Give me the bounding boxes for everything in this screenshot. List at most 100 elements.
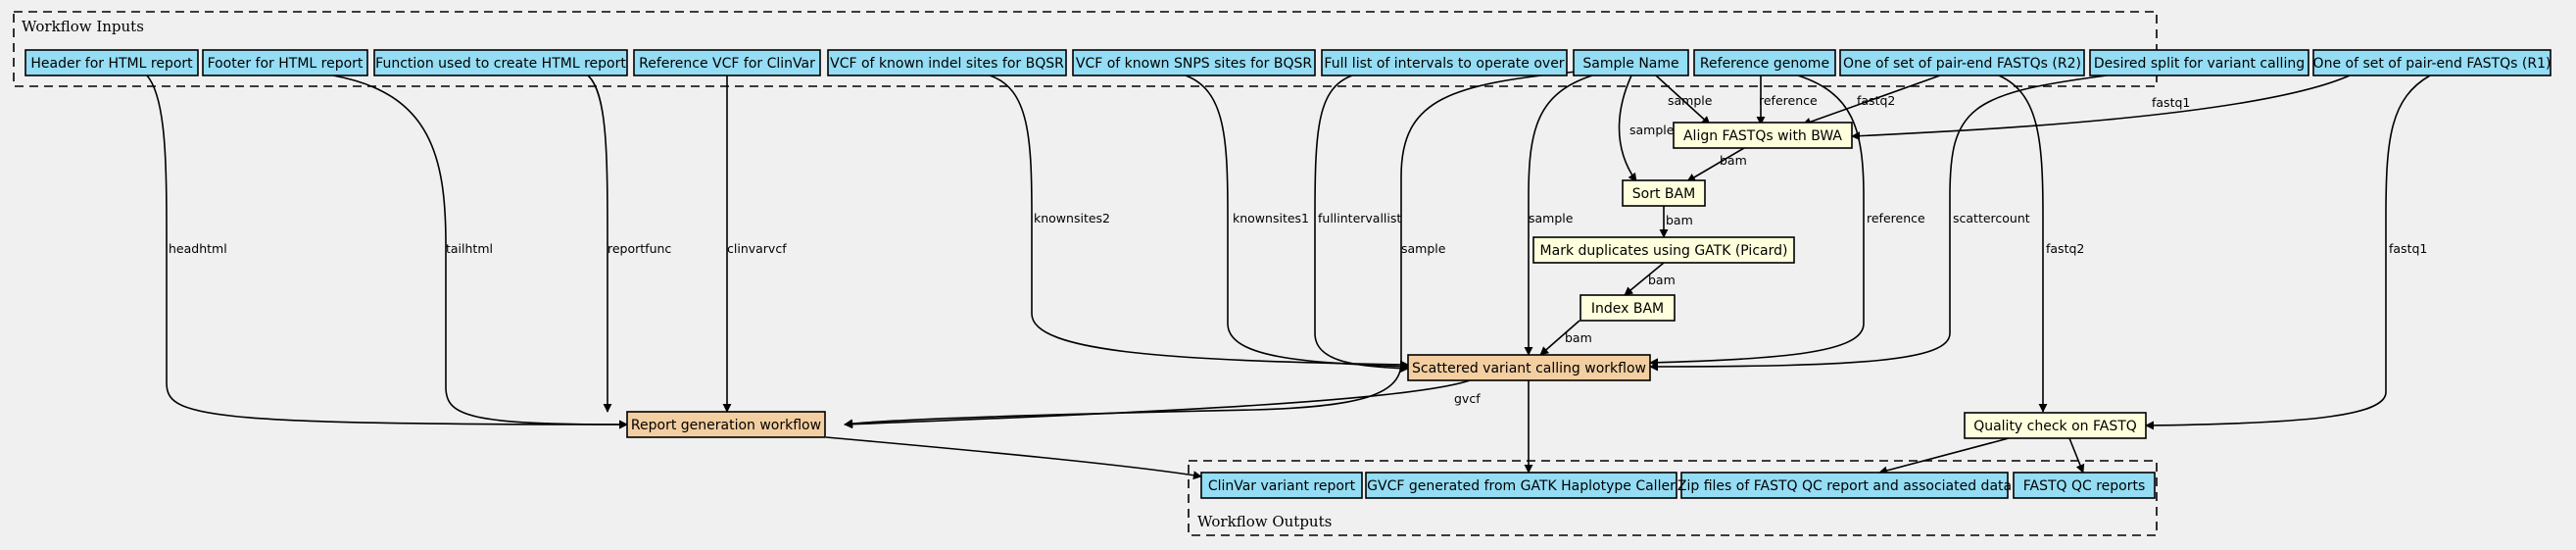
edge-sort-markdup: bam: [1659, 206, 1693, 238]
edge-sample-align: sample: [1655, 75, 1713, 125]
edge-label-reportfunc: reportfunc: [608, 241, 671, 256]
node-box: [2312, 49, 2552, 76]
node-label: Header for HTML report: [30, 56, 193, 72]
output-node-gvcf: GVCF generated from GATK Haplotype Calle…: [1365, 472, 1677, 499]
edge-fastq2-qc: fastq2: [1998, 75, 2084, 413]
edge-align-sort: bam: [1686, 147, 1747, 182]
edge-label-reference-align: reference: [1759, 93, 1818, 108]
node-label: Full list of intervals to operate over: [1324, 56, 1564, 72]
node-label: One of set of pair-end FASTQs (R2): [1843, 56, 2081, 72]
node-box: [2013, 472, 2156, 499]
edge-label-knownsites1: knownsites1: [1233, 211, 1309, 225]
node-label: Index BAM: [1591, 301, 1664, 317]
node-box: [1532, 236, 1795, 264]
input-node-fastq2: One of set of pair-end FASTQs (R2): [1839, 49, 2085, 76]
edge-scattercount: scattercount: [1649, 75, 2108, 372]
step-node-scatter: Scattered variant calling workflow: [1407, 354, 1651, 381]
node-box: [1964, 412, 2147, 439]
node-label: ClinVar variant report: [1208, 478, 1356, 494]
edge-label-sample-sort: sample: [1629, 123, 1675, 137]
input-node-knownsites1: VCF of known SNPS sites for BQSR: [1072, 49, 1316, 76]
output-node-qcreports: FASTQ QC reports: [2013, 472, 2156, 499]
edge-clinvarvcf: clinvarvcf: [722, 75, 787, 413]
edge-label-reference-scatter: reference: [1867, 211, 1925, 225]
node-box: [24, 49, 199, 76]
node-box: [633, 49, 821, 76]
node-label: Footer for HTML report: [208, 56, 364, 72]
node-label: Function used to create HTML report: [375, 56, 626, 72]
edge-knownsites1: knownsites1: [1185, 75, 1409, 372]
input-node-tailhtml: Footer for HTML report: [202, 49, 368, 76]
node-box: [827, 49, 1067, 76]
input-node-knownsites2: VCF of known indel sites for BQSR: [827, 49, 1067, 76]
input-node-clinvarvcf: Reference VCF for ClinVar: [633, 49, 821, 76]
node-label: Zip files of FASTQ QC report and associa…: [1677, 478, 2012, 494]
node-box: [1680, 472, 2009, 499]
node-label: Desired split for variant calling: [2094, 56, 2305, 72]
node-box: [1839, 49, 2085, 76]
edge-label-scattercount: scattercount: [1953, 211, 2030, 225]
node-label: One of set of pair-end FASTQs (R1): [2313, 56, 2552, 72]
edge-headhtml: headhtml: [146, 75, 628, 429]
output-node-qczip: Zip files of FASTQ QC report and associa…: [1677, 472, 2012, 499]
step-node-align: Align FASTQs with BWA: [1673, 122, 1853, 149]
node-box: [626, 411, 826, 438]
step-node-sort: Sort BAM: [1622, 179, 1706, 207]
node-box: [1407, 354, 1651, 381]
edge-fastq1-qc: fastq1: [2145, 75, 2431, 430]
input-node-fullintervallist: Full list of intervals to operate over: [1321, 49, 1568, 76]
node-box: [1693, 49, 1836, 76]
node-label: Mark duplicates using GATK (Picard): [1540, 243, 1788, 259]
node-box: [202, 49, 368, 76]
edge-label-fastq1-align: fastq1: [2152, 95, 2190, 110]
node-box: [1200, 472, 1363, 499]
edge-reference-scatter: reference: [1649, 75, 1925, 368]
step-node-index: Index BAM: [1580, 294, 1676, 322]
edge-scatter-report: gvcf: [844, 379, 1481, 429]
edge-label-sample-report: sample: [1401, 241, 1446, 256]
node-box: [1321, 49, 1568, 76]
node-label: Report generation workflow: [631, 418, 821, 433]
edge-label-clinvarvcf: clinvarvcf: [727, 241, 787, 256]
node-label: FASTQ QC reports: [2023, 478, 2146, 494]
edge-label-fastq2-align: fastq2: [1857, 93, 1895, 108]
input-node-reportfunc: Function used to create HTML report: [373, 49, 628, 76]
edge-qc-reports-output: [2068, 437, 2085, 474]
node-label: Quality check on FASTQ: [1973, 419, 2137, 434]
edge-reference-align: reference: [1756, 75, 1818, 125]
edge-label-bam-sort-markdup: bam: [1666, 213, 1693, 227]
node-box: [1580, 294, 1676, 322]
node-label: Reference VCF for ClinVar: [639, 56, 815, 72]
edge-label-tailhtml: tailhtml: [446, 241, 493, 256]
edge-label-bam-index-scatter: bam: [1565, 330, 1592, 345]
edge-fastq1-align: fastq1: [1851, 75, 2351, 141]
node-box: [1622, 179, 1706, 207]
edge-report-clinvar-output: [825, 436, 1202, 480]
edge-label-gvcf: gvcf: [1454, 391, 1481, 406]
edge-sample-report: sample: [844, 70, 1588, 428]
edge-label-sample-align: sample: [1668, 93, 1713, 108]
edge-tailhtml: tailhtml: [332, 75, 628, 429]
node-box: [2089, 49, 2309, 76]
edge-sample-scatter: sample: [1524, 75, 1593, 356]
input-node-scattercount: Desired split for variant calling: [2089, 49, 2309, 76]
step-node-qc: Quality check on FASTQ: [1964, 412, 2147, 439]
input-node-headhtml: Header for HTML report: [24, 49, 199, 76]
step-node-markdup: Mark duplicates using GATK (Picard): [1532, 236, 1795, 264]
node-label: Sort BAM: [1632, 186, 1695, 202]
node-box: [373, 49, 628, 76]
node-label: Reference genome: [1700, 56, 1829, 72]
edge-label-knownsites2: knownsites2: [1034, 211, 1110, 225]
edge-label-bam-markdup-index: bam: [1648, 273, 1676, 287]
output-node-clinvar: ClinVar variant report: [1200, 472, 1363, 499]
edge-label-bam-align-sort: bam: [1720, 153, 1747, 168]
edge-reportfunc: reportfunc: [587, 75, 671, 413]
node-label: VCF of known indel sites for BQSR: [830, 56, 1064, 72]
edge-sample-sort: sample: [1618, 75, 1675, 182]
node-label: Sample Name: [1582, 56, 1678, 72]
edge-fullintervallist: fullintervallist: [1314, 75, 1409, 374]
edge-label-fastq2-qc: fastq2: [2046, 241, 2084, 256]
edge-markdup-index: bam: [1624, 262, 1676, 296]
node-label: VCF of known SNPS sites for BQSR: [1076, 56, 1312, 72]
